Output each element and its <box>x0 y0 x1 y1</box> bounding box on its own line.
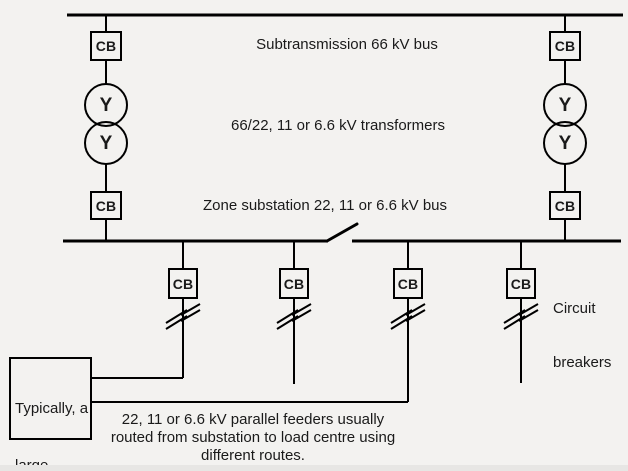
feeder-4-break-symbol-2 <box>503 309 539 330</box>
customer-box-text: Typically, a large industrial customer <box>15 361 88 471</box>
feeder-1-break-symbol <box>165 303 201 324</box>
circuit-breakers-label: Circuit breakers <box>553 264 611 408</box>
right-top-cb-label: CB <box>554 38 576 54</box>
feeder-2-break-symbol <box>276 303 312 324</box>
circuit-breakers-label-line1: Circuit <box>553 300 596 317</box>
feeder-3 <box>390 241 426 402</box>
feeder-2-break-symbol-2 <box>276 309 312 330</box>
left-lower-cb-label: CB <box>95 197 117 214</box>
feeder-caption-line1: 22, 11 or 6.6 kV parallel feeders usuall… <box>121 411 385 428</box>
feeder-caption: 22, 11 or 6.6 kV parallel feeders usuall… <box>83 411 423 465</box>
feeder-2-cb-label: CB <box>283 275 305 292</box>
feeder-4-cb-label: CB <box>510 275 532 292</box>
left-transformer-primary-winding <box>84 83 128 127</box>
left-primary-winding-symbol: Y <box>99 95 113 116</box>
feeder-caption-line3: different routes. <box>201 447 305 464</box>
circuit-breakers-label-line2: breakers <box>553 354 612 371</box>
feeder-3-break-symbol <box>390 303 426 324</box>
feeder-3-break-symbol-2 <box>390 309 426 330</box>
feeder-3-cb-label: CB <box>397 275 419 292</box>
feeder-1 <box>165 241 201 378</box>
customer-text-line1: Typically, a <box>15 400 89 417</box>
feeder-4-break-symbol <box>503 303 539 324</box>
feeder-2 <box>276 241 312 384</box>
open-switch-blade <box>325 222 359 243</box>
right-transformer-branch <box>543 15 587 241</box>
feeder-4 <box>503 241 539 383</box>
right-primary-winding-symbol: Y <box>558 95 572 116</box>
right-lower-cb-label: CB <box>554 197 576 214</box>
right-transformer-primary-winding <box>543 83 587 127</box>
zone-bus-label: Zone substation 22, 11 or 6.6 kV bus <box>202 197 448 214</box>
feeder-caption-line2: routed from substation to load centre us… <box>110 429 396 446</box>
feeder-1-cb-label: CB <box>172 275 194 292</box>
left-top-cb-label: CB <box>95 38 117 54</box>
feeder-1-break-symbol-2 <box>165 309 201 330</box>
left-secondary-winding-symbol: Y <box>99 133 113 154</box>
left-transformer-branch <box>84 15 128 241</box>
customer-box <box>9 357 92 440</box>
subtransmission-bus-label: Subtransmission 66 kV bus <box>256 36 438 53</box>
right-secondary-winding-symbol: Y <box>558 133 572 154</box>
transformers-label: 66/22, 11 or 6.6 kV transformers <box>231 117 445 134</box>
bottom-edge-shadow <box>0 465 628 471</box>
